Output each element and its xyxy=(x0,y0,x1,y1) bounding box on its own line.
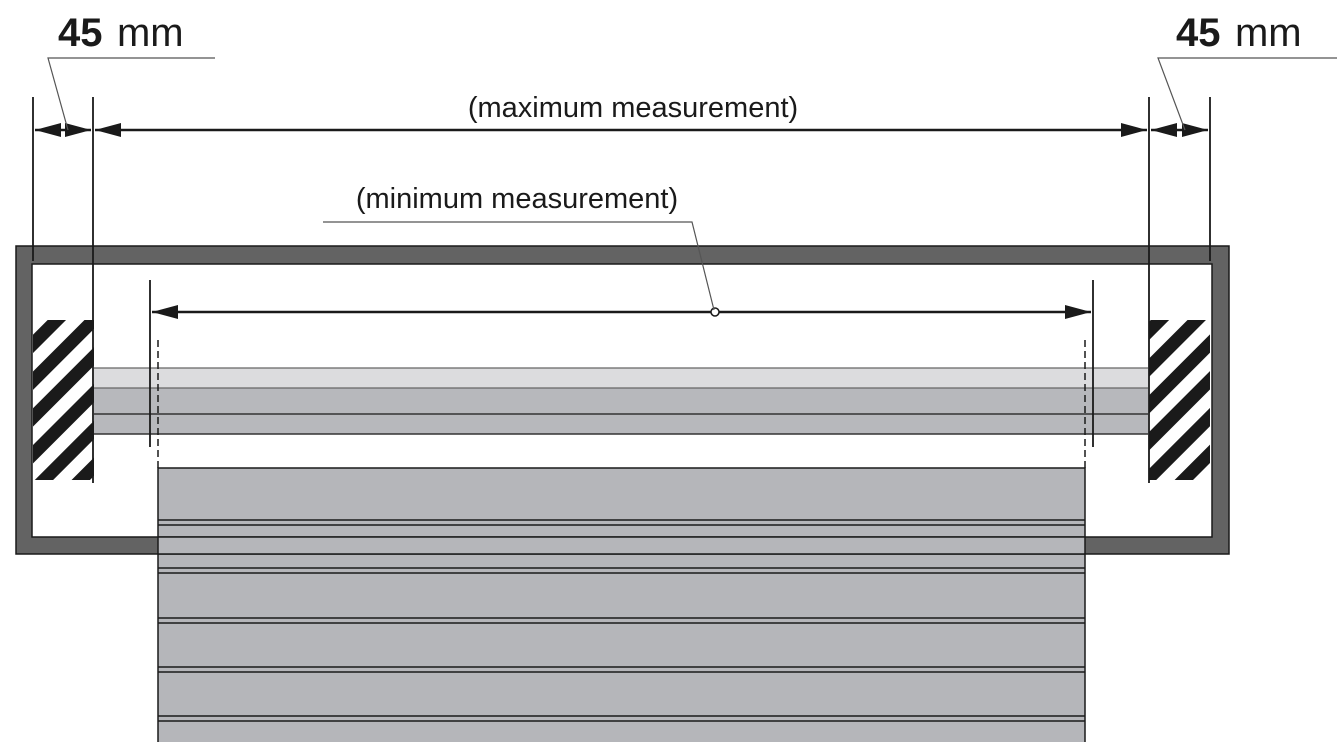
maximum-measurement-label: (maximum measurement) xyxy=(468,92,798,124)
right-dimension-unit: mm xyxy=(1235,11,1302,55)
shutter-box-frame xyxy=(15,245,1230,555)
right-dimension-label: 45 mm xyxy=(1176,11,1302,55)
rail xyxy=(94,367,1148,435)
left-dimension-value: 45 xyxy=(58,11,103,55)
right-wall-hatch xyxy=(1149,320,1210,480)
extension-lines xyxy=(32,97,1211,483)
leader-lines xyxy=(47,57,1337,311)
minimum-measurement-label: (minimum measurement) xyxy=(356,183,678,215)
shutter-slats xyxy=(157,467,1086,742)
slat-joints xyxy=(158,519,1085,722)
shutter-curtain-overlap xyxy=(158,537,1085,554)
left-dimension-label: 45 mm xyxy=(58,11,184,55)
left-dimension-unit: mm xyxy=(117,11,184,55)
left-wall-hatch xyxy=(33,320,94,480)
right-dimension-value: 45 xyxy=(1176,11,1221,55)
shutter-curtain xyxy=(157,467,1086,742)
minimum-dimension-line xyxy=(152,305,1091,319)
